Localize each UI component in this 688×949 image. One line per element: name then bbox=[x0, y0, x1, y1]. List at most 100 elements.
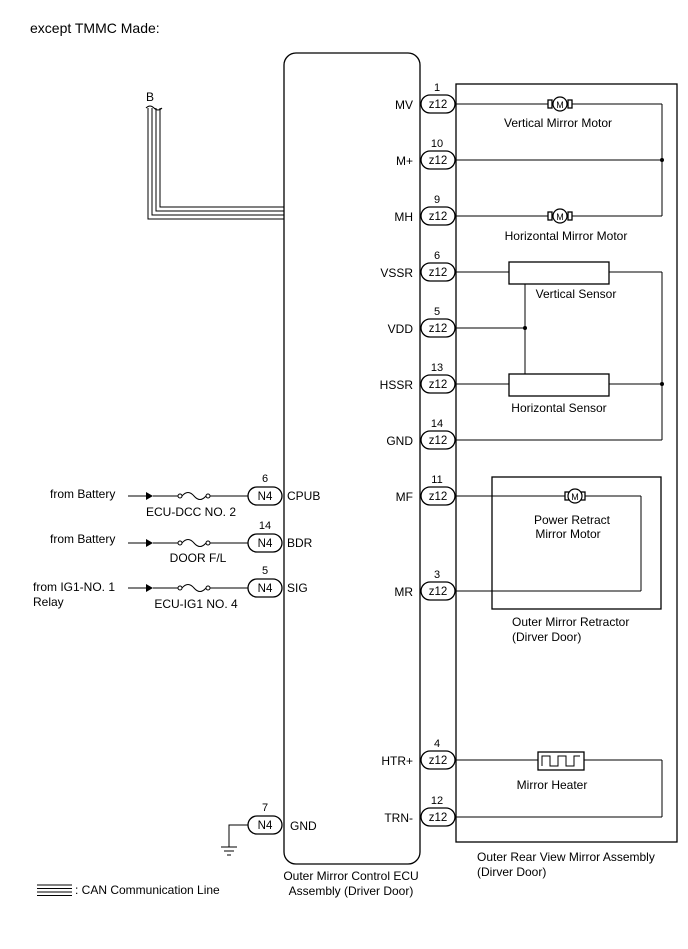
svg-text:5: 5 bbox=[434, 306, 440, 318]
svg-text:7: 7 bbox=[262, 802, 268, 814]
pin-mh: MH 9 z12 bbox=[394, 194, 456, 226]
vertical-sensor-icon bbox=[508, 261, 610, 285]
svg-text:4: 4 bbox=[434, 738, 440, 750]
vertical-motor-label: Vertical Mirror Motor bbox=[504, 116, 612, 130]
svg-text:: CAN Communication Line: : CAN Communication Line bbox=[75, 883, 220, 897]
pin-m-plus: M+ 10 z12 bbox=[396, 138, 456, 170]
svg-text:from Battery: from Battery bbox=[50, 487, 115, 501]
svg-text:MH: MH bbox=[394, 210, 413, 224]
pin-cpub: from Battery ECU-DCC NO. 2 6 N4 CPUB bbox=[50, 473, 320, 519]
svg-text:M+: M+ bbox=[396, 154, 413, 168]
pin-mf: MF 11 z12 bbox=[396, 474, 456, 506]
svg-text:6: 6 bbox=[262, 473, 268, 485]
svg-text:ECU-IG1 NO. 4: ECU-IG1 NO. 4 bbox=[154, 597, 238, 611]
svg-text:N4: N4 bbox=[258, 538, 273, 550]
sensor-wiring bbox=[455, 271, 664, 441]
svg-text:3: 3 bbox=[434, 569, 440, 581]
diagram-title: except TMMC Made: bbox=[30, 20, 160, 36]
svg-text:from Battery: from Battery bbox=[50, 532, 115, 546]
pin-sig: from IG1-NO. 1 Relay ECU-IG1 NO. 4 5 N4 … bbox=[33, 565, 308, 611]
retract-motor-label-line2: Mirror Motor bbox=[535, 527, 600, 541]
svg-text:z12: z12 bbox=[429, 155, 448, 167]
svg-text:HSSR: HSSR bbox=[380, 378, 414, 392]
svg-text:1: 1 bbox=[434, 82, 440, 94]
pin-vssr: VSSR 6 z12 bbox=[380, 250, 456, 282]
vertical-motor-icon: M bbox=[547, 96, 573, 112]
svg-text:z12: z12 bbox=[429, 267, 448, 279]
svg-text:5: 5 bbox=[262, 565, 268, 577]
pin-gnd-left: 7 N4 GND bbox=[221, 802, 317, 856]
horizontal-motor-label: Horizontal Mirror Motor bbox=[505, 229, 628, 243]
heater-label: Mirror Heater bbox=[517, 778, 588, 792]
svg-text:10: 10 bbox=[431, 138, 443, 150]
can-bus-lines bbox=[145, 105, 284, 220]
retractor-name-line2: (Dirver Door) bbox=[512, 630, 581, 644]
pin-mv: MV 1 z12 bbox=[395, 82, 456, 114]
svg-text:MV: MV bbox=[395, 98, 413, 112]
mirror-assembly-name-line1: Outer Rear View Mirror Assembly bbox=[477, 850, 655, 864]
svg-text:N4: N4 bbox=[258, 583, 273, 595]
heater-icon bbox=[537, 751, 585, 771]
ecu-name-line1: Outer Mirror Control ECU bbox=[283, 869, 418, 883]
svg-text:VSSR: VSSR bbox=[380, 266, 413, 280]
horizontal-sensor-icon bbox=[508, 373, 610, 397]
svg-text:z12: z12 bbox=[429, 812, 448, 824]
retract-motor-icon: M bbox=[564, 488, 586, 504]
vertical-sensor-label: Vertical Sensor bbox=[536, 287, 617, 301]
pin-hssr: HSSR 13 z12 bbox=[380, 362, 456, 394]
svg-text:N4: N4 bbox=[258, 820, 273, 832]
svg-text:12: 12 bbox=[431, 795, 443, 807]
svg-text:N4: N4 bbox=[258, 491, 273, 503]
svg-text:M: M bbox=[571, 492, 579, 502]
svg-text:z12: z12 bbox=[429, 435, 448, 447]
svg-text:VDD: VDD bbox=[388, 322, 414, 336]
svg-text:CPUB: CPUB bbox=[287, 489, 320, 503]
svg-text:11: 11 bbox=[431, 474, 442, 486]
svg-text:z12: z12 bbox=[429, 755, 448, 767]
motor-wiring bbox=[455, 103, 664, 217]
svg-text:14: 14 bbox=[431, 418, 443, 430]
pin-trn-minus: TRN- 12 z12 bbox=[384, 795, 456, 827]
svg-text:BDR: BDR bbox=[287, 536, 313, 550]
svg-text:MF: MF bbox=[396, 490, 413, 504]
bus-label: B bbox=[146, 90, 154, 104]
svg-text:SIG: SIG bbox=[287, 581, 308, 595]
legend: : CAN Communication Line bbox=[37, 883, 220, 897]
retractor-name-line1: Outer Mirror Retractor bbox=[512, 615, 629, 629]
svg-text:9: 9 bbox=[434, 194, 440, 206]
pin-vdd: VDD 5 z12 bbox=[388, 306, 456, 338]
pin-bdr: from Battery DOOR F/L 14 N4 BDR bbox=[50, 520, 313, 565]
svg-text:Relay: Relay bbox=[33, 595, 64, 609]
svg-text:z12: z12 bbox=[429, 586, 448, 598]
svg-text:13: 13 bbox=[431, 362, 443, 374]
heater-wiring bbox=[455, 759, 663, 818]
svg-text:GND: GND bbox=[290, 819, 317, 833]
svg-text:from IG1-NO. 1: from IG1-NO. 1 bbox=[33, 580, 115, 594]
svg-text:6: 6 bbox=[434, 250, 440, 262]
svg-text:z12: z12 bbox=[429, 99, 448, 111]
mirror-assembly-name-line2: (Dirver Door) bbox=[477, 865, 546, 879]
svg-text:DOOR F/L: DOOR F/L bbox=[170, 551, 227, 565]
svg-text:HTR+: HTR+ bbox=[381, 754, 413, 768]
svg-text:z12: z12 bbox=[429, 491, 448, 503]
mirror-assembly-body bbox=[455, 83, 678, 843]
pin-gnd-right: GND 14 z12 bbox=[386, 418, 456, 450]
svg-text:GND: GND bbox=[386, 434, 413, 448]
svg-text:ECU-DCC NO. 2: ECU-DCC NO. 2 bbox=[146, 505, 236, 519]
retractor-body bbox=[491, 476, 662, 610]
pin-htr-plus: HTR+ 4 z12 bbox=[381, 738, 456, 770]
svg-text:M: M bbox=[556, 100, 564, 110]
svg-text:M: M bbox=[556, 212, 564, 222]
svg-text:14: 14 bbox=[259, 520, 271, 532]
svg-text:z12: z12 bbox=[429, 323, 448, 335]
svg-text:TRN-: TRN- bbox=[384, 811, 413, 825]
svg-text:z12: z12 bbox=[429, 211, 448, 223]
retract-wiring bbox=[455, 495, 642, 592]
ecu-body bbox=[283, 52, 421, 865]
pin-mr: MR 3 z12 bbox=[394, 569, 456, 601]
horizontal-motor-icon: M bbox=[547, 208, 573, 224]
horizontal-sensor-label: Horizontal Sensor bbox=[511, 401, 606, 415]
svg-text:MR: MR bbox=[394, 585, 413, 599]
retract-motor-label-line1: Power Retract bbox=[534, 513, 611, 527]
